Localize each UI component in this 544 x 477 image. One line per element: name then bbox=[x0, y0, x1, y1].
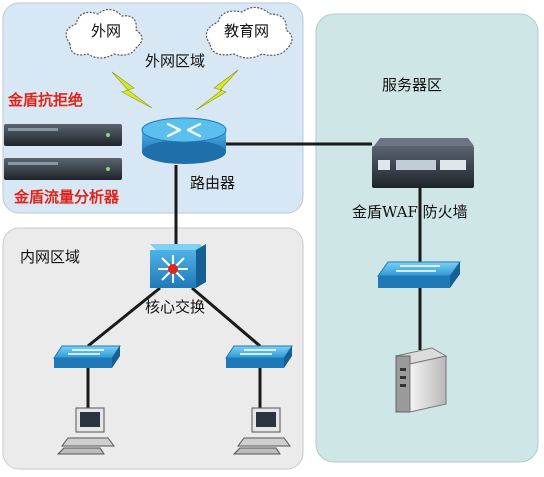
traffic-analyzer-label: 金盾流量分析器 bbox=[14, 188, 120, 206]
links bbox=[86, 142, 422, 408]
traffic-analyzer-device-icon bbox=[4, 158, 122, 180]
core-switch-label: 核心交换 bbox=[145, 298, 206, 316]
right-pc-icon bbox=[232, 407, 291, 455]
internal-zone-title: 内网区域 bbox=[20, 248, 81, 266]
lightning-right-icon bbox=[195, 69, 239, 111]
right-access-switch-icon bbox=[225, 345, 293, 368]
server-switch-icon bbox=[377, 261, 461, 288]
cloud-education-icon bbox=[205, 6, 293, 59]
lightning-left-icon bbox=[111, 71, 153, 109]
server-icon bbox=[394, 347, 448, 413]
cloud-internet-icon bbox=[65, 8, 143, 59]
anti-ddos-device-icon bbox=[4, 124, 122, 146]
link-core-right bbox=[191, 286, 261, 348]
waf-firewall-icon bbox=[372, 138, 474, 188]
left-pc-icon bbox=[56, 407, 115, 455]
router-icon bbox=[141, 117, 227, 164]
anti-ddos-label: 金盾抗拒绝 bbox=[8, 91, 84, 109]
cloud-internet-label: 外网 bbox=[91, 22, 122, 40]
waf-label: 金盾WAF 防火墙 bbox=[352, 203, 468, 221]
core-switch-icon bbox=[150, 244, 206, 288]
server-zone-title: 服务器区 bbox=[382, 76, 443, 94]
cloud-education-label: 教育网 bbox=[224, 22, 270, 40]
link-core-left bbox=[87, 286, 161, 348]
external-zone-title: 外网区域 bbox=[145, 52, 206, 70]
server-zone bbox=[315, 13, 539, 463]
left-access-switch-icon bbox=[53, 345, 121, 368]
router-label: 路由器 bbox=[190, 174, 236, 192]
